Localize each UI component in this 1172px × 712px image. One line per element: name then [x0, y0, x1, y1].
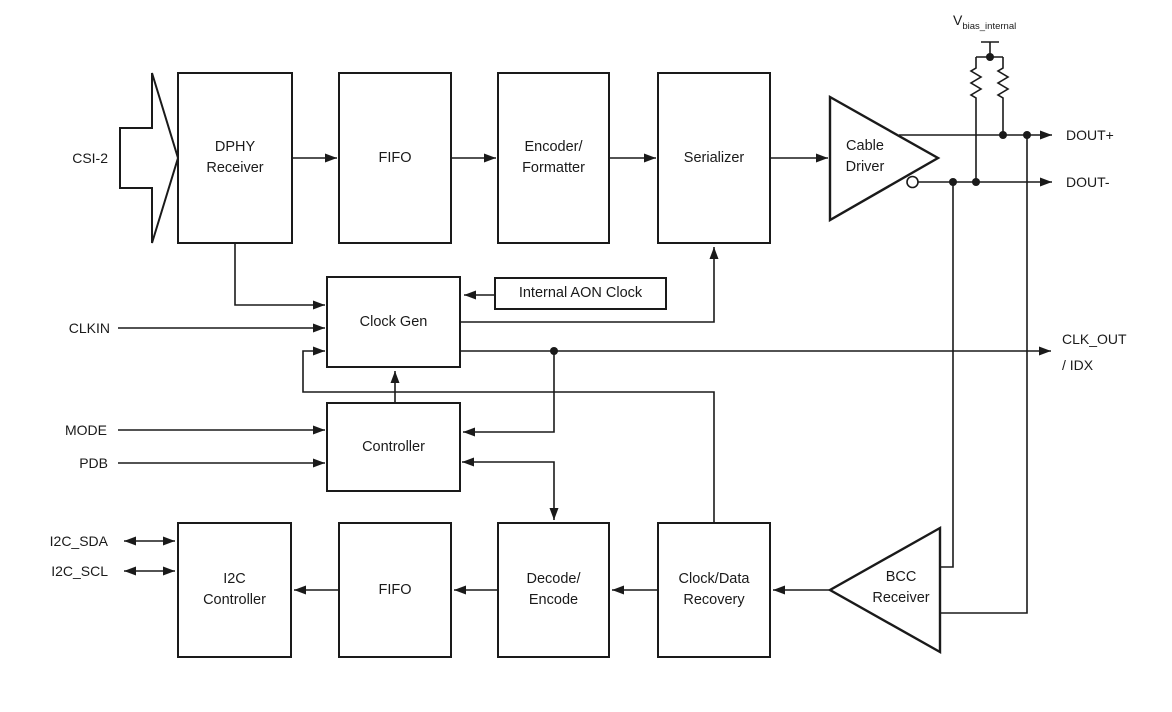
pin-label-clkin: CLKIN	[68, 320, 110, 336]
junction-dot	[999, 131, 1007, 139]
bcc-receiver-label: BCC Receiver	[872, 569, 930, 606]
block-clock-gen: Clock Gen	[326, 276, 461, 368]
vbias-base: V	[953, 12, 963, 28]
junction-dot	[949, 178, 957, 186]
block-fifo-top: FIFO	[338, 72, 452, 244]
resistor-right	[996, 57, 1010, 135]
wire-dout-minus-to-bcc	[941, 182, 954, 568]
wire-cdr-to-clockgen-feedback	[302, 346, 715, 522]
block-controller: Controller	[326, 402, 461, 492]
junction-dot	[550, 347, 558, 355]
junction-dot	[1023, 131, 1031, 139]
block-encoder-formatter: Encoder/ Formatter	[497, 72, 610, 244]
pin-label-vbias-internal: Vbias_internal	[953, 12, 1016, 32]
inverting-output-circle	[906, 175, 919, 189]
block-decode-encode: Decode/ Encode	[497, 522, 610, 658]
pin-label-dout-minus: DOUT-	[1066, 174, 1110, 190]
bcc-receiver-triangle	[827, 525, 942, 655]
block-i2c-controller: I2C Controller	[177, 522, 292, 658]
block-clock-data-recovery: Clock/Data Recovery	[657, 522, 771, 658]
csi2-block-arrow	[119, 72, 180, 244]
cable-driver-label: Cable Driver	[845, 138, 885, 175]
pin-label-clk-out-idx: CLK_OUT / IDX	[1062, 331, 1127, 373]
pin-label-mode: MODE	[65, 422, 107, 438]
wire-dout-plus-to-bcc	[941, 135, 1028, 614]
pin-label-i2c-sda: I2C_SDA	[49, 533, 108, 549]
resistor-left	[969, 57, 983, 182]
pin-label-pdb: PDB	[79, 455, 108, 471]
pin-label-i2c-scl: I2C_SCL	[51, 563, 108, 579]
wire-clockgen-to-controller	[463, 351, 555, 437]
pin-label-csi2: CSI-2	[72, 150, 108, 166]
junction-dot	[986, 53, 994, 61]
cable-driver-triangle	[828, 94, 941, 223]
block-fifo-bottom: FIFO	[338, 522, 452, 658]
junction-dots	[550, 53, 1031, 355]
block-internal-aon-clock: Internal AON Clock	[494, 277, 667, 310]
block-serializer: Serializer	[657, 72, 771, 244]
block-dphy-receiver: DPHY Receiver	[177, 72, 293, 244]
wire-clockgen-to-serializer	[461, 247, 719, 323]
wire-dphy-to-clockgen	[234, 244, 325, 310]
junction-dot	[972, 178, 980, 186]
vbias-subscript: bias_internal	[962, 20, 1017, 32]
wire-controller-decode-bidirectional	[462, 457, 559, 520]
pin-label-dout-plus: DOUT+	[1066, 127, 1114, 143]
